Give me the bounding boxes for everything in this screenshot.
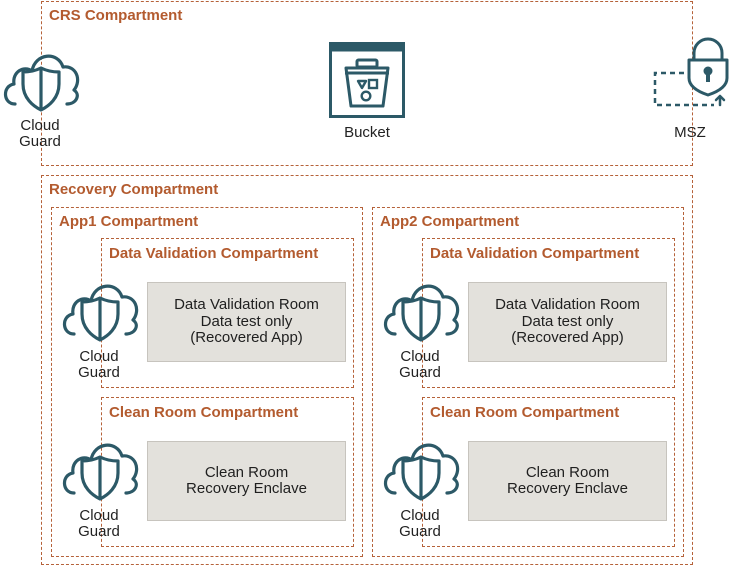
recovery-compartment [41,175,693,565]
app1-compartment-title: App1 Compartment [59,213,199,230]
recovery-compartment-title: Recovery Compartment [49,181,219,198]
crs-compartment-title: CRS Compartment [49,7,183,24]
bucket-label: Bucket [344,124,390,141]
clean-room: Clean Room Recovery Enclave [147,441,346,521]
cloud-guard-icon [60,268,140,348]
app2-compartment-title: App2 Compartment [380,213,520,230]
app2-compartment [372,207,684,557]
data-validation-room: Data Validation Room Data test only (Rec… [147,282,346,362]
msz-lock-icon [653,37,729,107]
app1-data-validation-title: Data Validation Compartment [109,245,319,262]
app1-clean-room-title: Clean Room Compartment [109,404,299,421]
cloud-guard-icon [60,427,140,507]
clean-room: Clean Room Recovery Enclave [468,441,667,521]
cloud-guard-icon [1,38,81,118]
app2-clean-room-title: Clean Room Compartment [430,404,620,421]
app1-compartment [51,207,363,557]
app2-data-validation-title: Data Validation Compartment [430,245,640,262]
cloud-guard-icon [381,268,461,348]
data-validation-room: Data Validation Room Data test only (Rec… [468,282,667,362]
bucket-icon [329,42,405,118]
msz-label: MSZ [674,124,706,141]
cloud-guard-icon [381,427,461,507]
